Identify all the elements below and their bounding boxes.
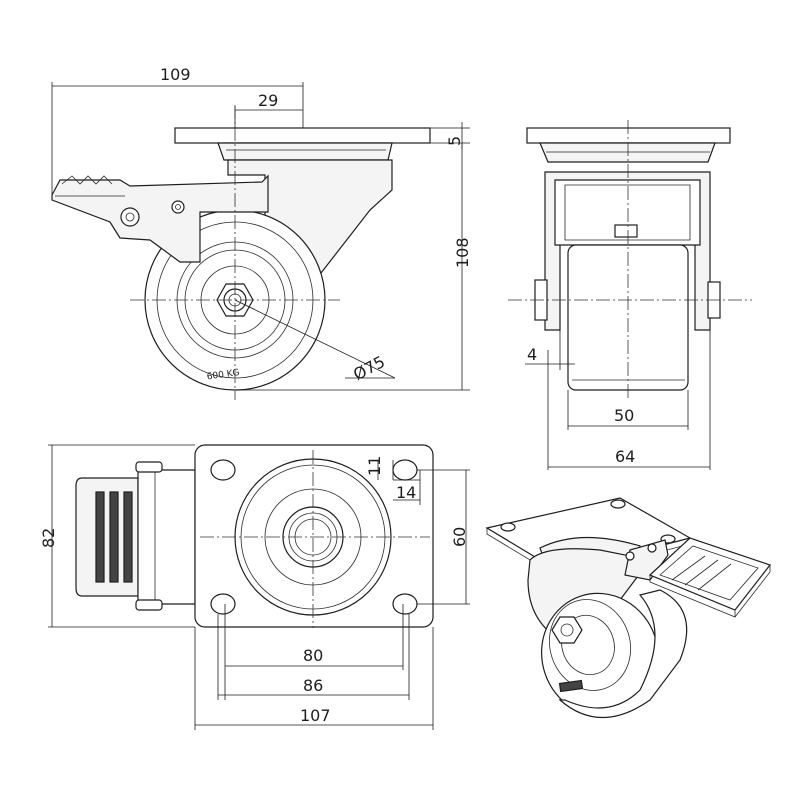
mount-hole-br [392,593,418,615]
dim-overall-length: 109 [160,65,191,84]
dim-wheel-width: 50 [614,406,634,425]
lever-pivot-bolt [120,207,140,227]
dim-hole-spacing-x2: 86 [303,676,323,695]
side-view [508,120,752,400]
brake-lever [51,174,269,263]
side-top-plate [526,127,731,144]
wheel-load-label: 600 KG [206,368,240,382]
dim-plate-offset: 29 [258,91,278,110]
pedal-rib-1 [95,491,105,583]
dim-plate-thickness: 5 [445,136,464,146]
lever-rivet [171,200,185,214]
dim-height: 108 [453,237,472,268]
side-brake-housing [554,179,701,246]
dim-hole-slot-w: 14 [396,483,416,502]
top-brake-pedal [75,477,139,597]
top-plate [174,127,431,144]
top-view [75,444,434,628]
top-view-dimensions: 82 60 11 14 80 86 107 [39,444,470,730]
mount-hole-tl [210,459,236,481]
pedal-rib-3 [123,491,133,583]
dim-hole-spacing-y: 60 [450,527,469,547]
swivel-bearing [217,142,393,161]
dim-hole-slot-h: 11 [365,456,384,476]
mount-hole-bl [210,593,236,615]
side-view-dimensions: 4 50 64 [525,330,711,470]
dim-hole-spacing-x1: 80 [303,646,323,665]
dim-plate-length: 107 [300,706,331,725]
front-view: 600 KG [51,105,431,400]
pedal-rib-2 [109,491,119,583]
dim-side-gap: 4 [527,345,537,364]
iso-axle-nut [551,616,583,644]
side-swivel-bearing [539,142,716,163]
dim-plate-width: 82 [39,528,58,548]
mount-hole-tr [392,459,418,481]
top-brake-arm [137,469,196,605]
isometric-view [485,497,771,718]
iso-wheel-label-mark [558,679,584,693]
dim-wheel-diameter: Ø75 [350,352,388,384]
dim-frame-width: 64 [615,447,635,466]
